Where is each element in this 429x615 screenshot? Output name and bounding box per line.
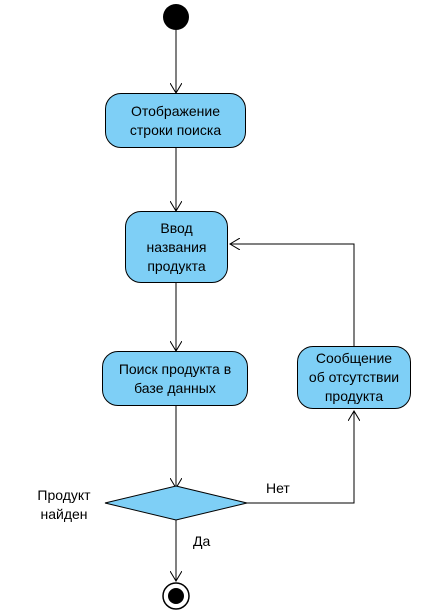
- start-node: [163, 4, 189, 30]
- edge-decision-no-to-message: [247, 411, 354, 504]
- decision-label: Продукт найден: [37, 487, 91, 522]
- decision-diamond: [104, 485, 248, 521]
- activity-not-found-message-label: Сообщение об отсутствии продукта: [308, 350, 400, 404]
- edge-message-to-enter: [230, 244, 355, 346]
- end-node-inner: [168, 588, 184, 604]
- activity-display-search: Отображение строки поиска: [105, 93, 246, 148]
- branch-yes-label: Да: [193, 533, 211, 549]
- activity-search-db: Поиск продукта в базе данных: [102, 351, 248, 406]
- activity-search-db-label: Поиск продукта в базе данных: [118, 360, 232, 396]
- activity-enter-name-label: Ввод названия продукта: [146, 219, 207, 274]
- activity-display-search-label: Отображение строки поиска: [129, 102, 222, 138]
- activity-not-found-message: Сообщение об отсутствии продукта: [297, 346, 411, 409]
- activity-enter-name: Ввод названия продукта: [125, 211, 228, 283]
- branch-no-label: Нет: [266, 480, 290, 496]
